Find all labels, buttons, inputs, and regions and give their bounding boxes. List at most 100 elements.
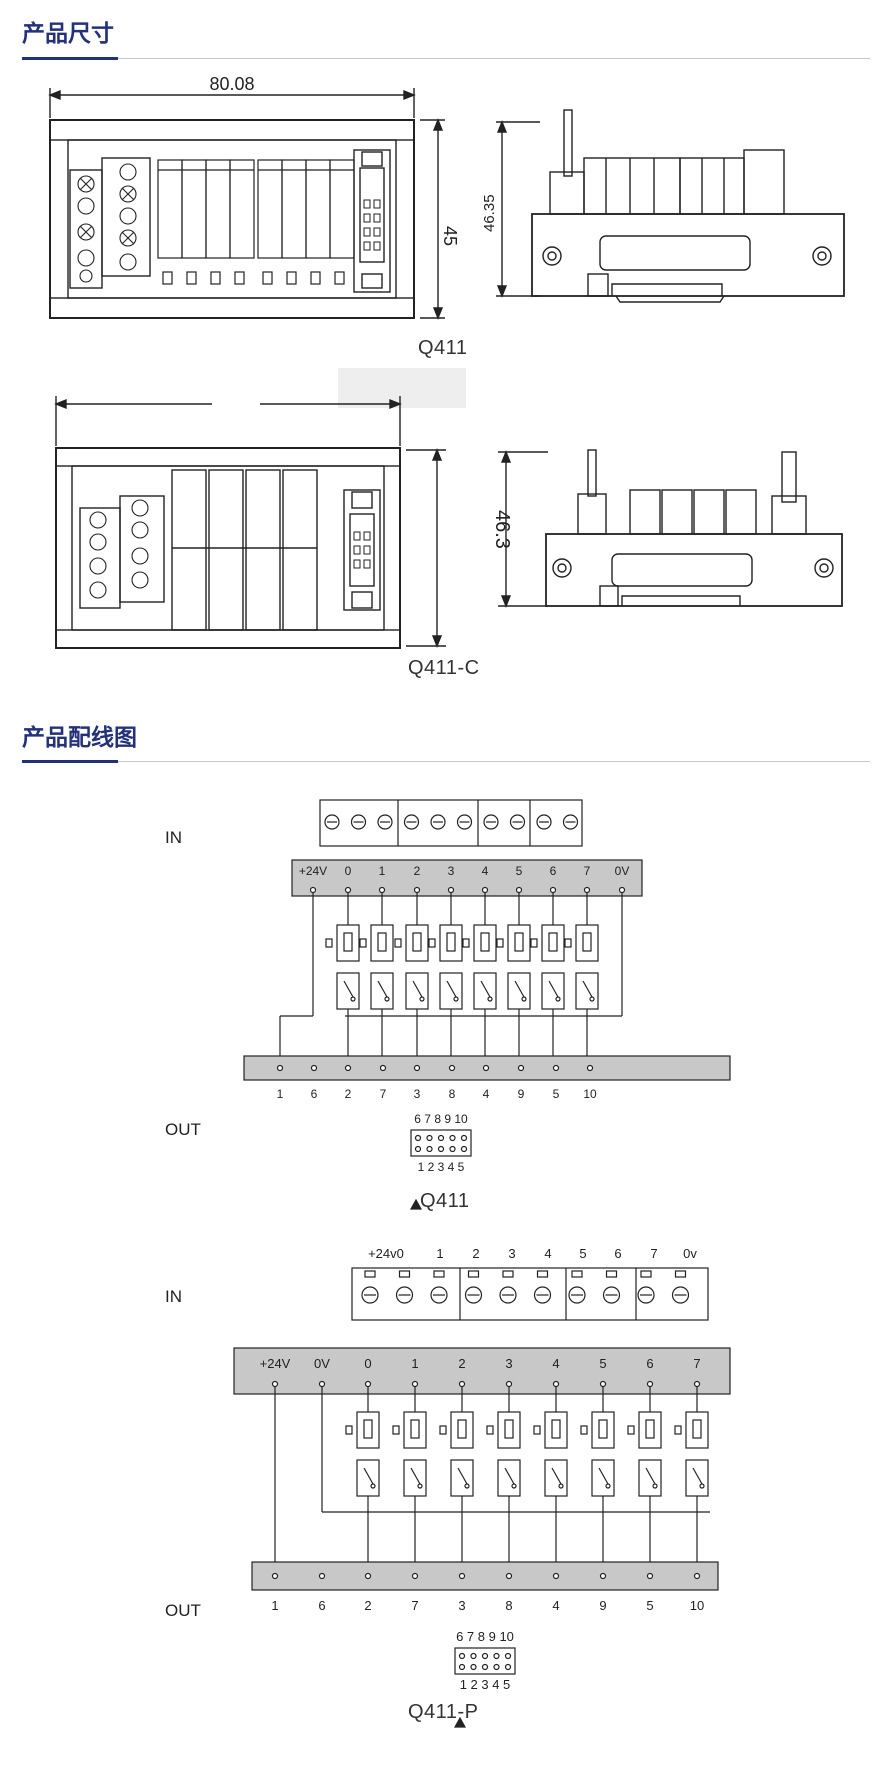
wiring1-bottom-terminal-label: 6	[311, 1087, 318, 1101]
wiring1-top-terminal-point	[413, 886, 421, 894]
wiring-title: 产品配线图	[22, 725, 137, 751]
relay-contact-point	[464, 1483, 470, 1489]
wiring2-connector-bottom-label: 1 2 3 4 5	[460, 1677, 511, 1692]
q411-drawings: 80.08 45 46.35	[48, 74, 845, 649]
relay-contact-point	[370, 1483, 376, 1489]
wiring2-in-terminal-label: 0v	[683, 1246, 697, 1261]
relay-contact	[582, 980, 593, 998]
wiring1-out-label: OUT	[165, 1120, 201, 1139]
wiring2-top-terminal-point	[458, 1380, 466, 1388]
wiring2-connector-pin	[470, 1663, 477, 1671]
relay-led	[462, 938, 470, 948]
wiring1-bottom-terminal-label: 8	[449, 1087, 456, 1101]
relay-coil	[343, 932, 353, 952]
q411-side-height-dim: 46.35	[481, 194, 498, 232]
wiring1-in-screw	[430, 814, 446, 830]
wiring2-in-terminal-label: 7	[650, 1246, 657, 1261]
dimensions-rule	[22, 58, 870, 59]
relay-coil-box	[544, 1411, 568, 1449]
wiring2-bottom-terminal-point	[505, 1572, 513, 1580]
wiring2-in-tab	[398, 1270, 411, 1278]
wiring2-in-tab	[640, 1270, 652, 1278]
wiring2-caption: Q411-P	[408, 1701, 479, 1723]
relay-coil-box	[507, 924, 531, 962]
wiring2-bottom-terminal-label: 9	[599, 1598, 606, 1613]
wiring1-top-terminal-label: 5	[516, 864, 523, 878]
wiring2-in-tab	[605, 1270, 618, 1278]
relay-led	[325, 938, 333, 948]
relay-coil-box	[473, 924, 497, 962]
relay-coil	[377, 932, 387, 952]
relay-contact-box	[541, 972, 565, 1010]
relay-coil-box	[439, 924, 463, 962]
wiring1-bottom-terminal-label: 5	[553, 1087, 560, 1101]
relay-coil-box	[370, 924, 394, 962]
wiring1-connector-pin	[426, 1134, 433, 1142]
q411-height-dim: 45	[440, 226, 460, 246]
wiring1-top-terminal-label: 0	[345, 864, 352, 878]
wiring1-bottom-terminal-point	[379, 1064, 387, 1072]
wiring1-bottom-terminal-label: 9	[518, 1087, 525, 1101]
relay-led	[486, 1425, 494, 1435]
wiring2-in-terminal-block	[351, 1267, 709, 1321]
wiring2-top-terminal-point	[364, 1380, 372, 1388]
wiring1-connector-box	[410, 1129, 472, 1157]
relay-contact	[457, 1467, 468, 1485]
wiring1-bottom-terminal-label: 3	[414, 1087, 421, 1101]
wiring2-bottom-terminal-point	[458, 1572, 466, 1580]
wiring1-in-screw	[536, 814, 552, 830]
dimensions-rule-accent	[22, 57, 118, 60]
relay-coil	[598, 1419, 608, 1439]
relay-contact	[514, 980, 525, 998]
wiring1-top-terminal-label: 4	[482, 864, 489, 878]
wiring1-in-screw	[483, 814, 499, 830]
wiring1-connector-pin	[426, 1145, 433, 1153]
wiring2-top-terminal-label: 5	[599, 1356, 606, 1371]
relay-contact-box	[439, 972, 463, 1010]
wiring1-in-terminal-block	[319, 799, 583, 847]
wiring2-in-terminal-label: 3	[508, 1246, 515, 1261]
relay-contact-box	[403, 1459, 427, 1497]
wiring1-bottom-terminal-point	[344, 1064, 352, 1072]
relay-contact	[410, 1467, 421, 1485]
wiring1-caption: Q411	[420, 1190, 470, 1212]
wiring1-in-screw	[350, 814, 367, 830]
wiring2-in-screw	[637, 1286, 655, 1304]
wiring2-in-screw	[395, 1286, 414, 1304]
relay-coil	[551, 1419, 561, 1439]
wiring1-in-label: IN	[165, 828, 182, 847]
relay-contact	[551, 1467, 562, 1485]
wiring2-bottom-terminal-point	[693, 1572, 701, 1580]
wiring2-top-terminal-point	[646, 1380, 654, 1388]
wiring1-in-screw	[377, 814, 393, 830]
wiring2-in-terminal-label: 1	[436, 1246, 443, 1261]
relay-contact-point	[652, 1483, 658, 1489]
wiring2-top-terminal-label: 0	[364, 1356, 371, 1371]
wiring1-bottom-terminal-point	[448, 1064, 456, 1072]
relay-coil-box	[638, 1411, 662, 1449]
wiring2-top-terminal-label: 6	[646, 1356, 653, 1371]
wiring2-top-terminal-point	[411, 1380, 419, 1388]
relay-contact-point	[521, 996, 527, 1002]
wiring1-connector-pin	[414, 1134, 422, 1142]
wiring2-top-terminal-label: +24V	[260, 1356, 291, 1371]
wiring1-connector-pin	[437, 1145, 445, 1153]
wiring2-top-terminal-label: 1	[411, 1356, 418, 1371]
relay-contact-point	[384, 996, 390, 1002]
relay-contact	[363, 1467, 374, 1485]
relay-contact	[692, 1467, 703, 1485]
wiring2-bottom-terminal-label: 2	[364, 1598, 371, 1613]
relay-contact	[645, 1467, 656, 1485]
wiring2-top-terminal-point	[693, 1380, 701, 1388]
relay-contact-point	[558, 1483, 564, 1489]
wiring1-in-screw	[456, 814, 473, 830]
wiring2-top-terminal-label: 7	[693, 1356, 700, 1371]
relay-coil-box	[405, 924, 429, 962]
wiring2-in-tab	[467, 1270, 480, 1278]
wiring1-bottom-terminal-point	[517, 1064, 525, 1072]
wiring2-in-tab	[674, 1270, 687, 1278]
wiring2-in-screw	[568, 1286, 586, 1304]
wiring1-top-terminal-point	[515, 886, 523, 894]
relay-contact	[412, 980, 423, 998]
relay-coil	[504, 1419, 514, 1439]
